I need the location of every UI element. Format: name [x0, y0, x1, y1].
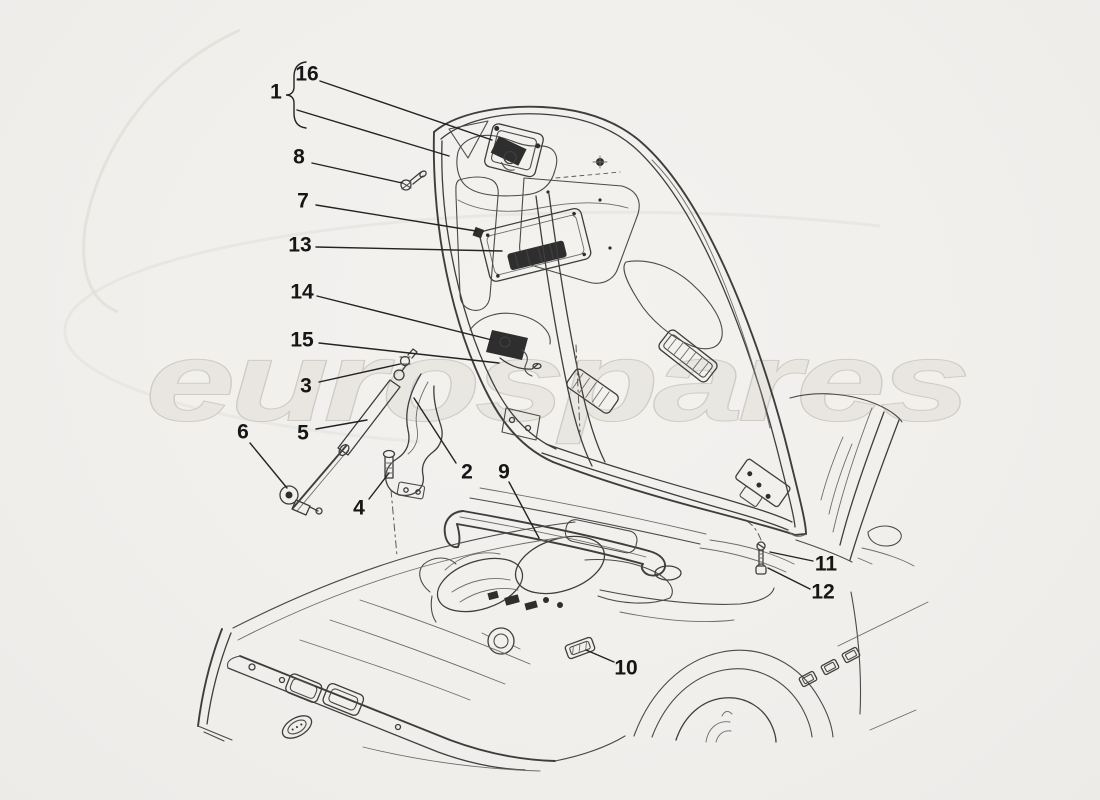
fender-vents	[798, 646, 861, 688]
callout-6: 6	[237, 420, 249, 444]
hood-hinge	[384, 373, 443, 500]
hood-vents	[566, 260, 723, 414]
hood-edge-stud	[400, 170, 427, 191]
hood-panel	[432, 105, 807, 537]
car-line-art	[197, 105, 929, 772]
strut-ball-socket	[279, 485, 323, 516]
callout-5: 5	[297, 421, 309, 445]
watermark-swoosh	[63, 28, 881, 444]
hood-lock	[469, 312, 551, 441]
front-badge	[281, 715, 313, 739]
strut-ball-pin	[398, 348, 418, 367]
windshield-a-pillar	[789, 393, 929, 731]
alignment-dash-lock	[575, 344, 581, 433]
callout-13: 13	[288, 233, 312, 257]
callout-15: 15	[290, 328, 314, 352]
front-bumper	[197, 521, 626, 772]
callout-8: 8	[293, 145, 305, 169]
callout-4: 4	[353, 496, 365, 520]
group-brace	[285, 61, 307, 129]
seal-gasket	[443, 510, 667, 577]
hood-screw	[592, 155, 608, 169]
callout-16: 16	[295, 62, 319, 86]
watermark-text: eurospares	[146, 319, 966, 444]
engine-bay	[299, 487, 853, 701]
wheel-arch	[633, 649, 834, 743]
insulation-panel	[479, 207, 592, 282]
leader-lines	[249, 61, 814, 663]
callout-9: 9	[498, 460, 510, 484]
callout-14: 14	[290, 280, 314, 304]
striker-plate	[564, 636, 596, 660]
callout-12: 12	[811, 580, 835, 604]
callout-2: 2	[461, 460, 473, 484]
hood-latch	[484, 123, 544, 178]
callout-3: 3	[300, 374, 312, 398]
hood-hinge-bracket	[735, 458, 791, 508]
alignment-dash-hinge	[390, 489, 398, 557]
gas-strut	[292, 363, 408, 512]
callout-10: 10	[614, 656, 638, 680]
edge-screw-and-bumper	[747, 521, 767, 575]
callout-11: 11	[814, 552, 838, 576]
hood-left-cutout	[455, 176, 499, 311]
callout-1: 1	[270, 80, 282, 104]
panel-clip	[472, 226, 485, 239]
callout-7: 7	[297, 189, 309, 213]
